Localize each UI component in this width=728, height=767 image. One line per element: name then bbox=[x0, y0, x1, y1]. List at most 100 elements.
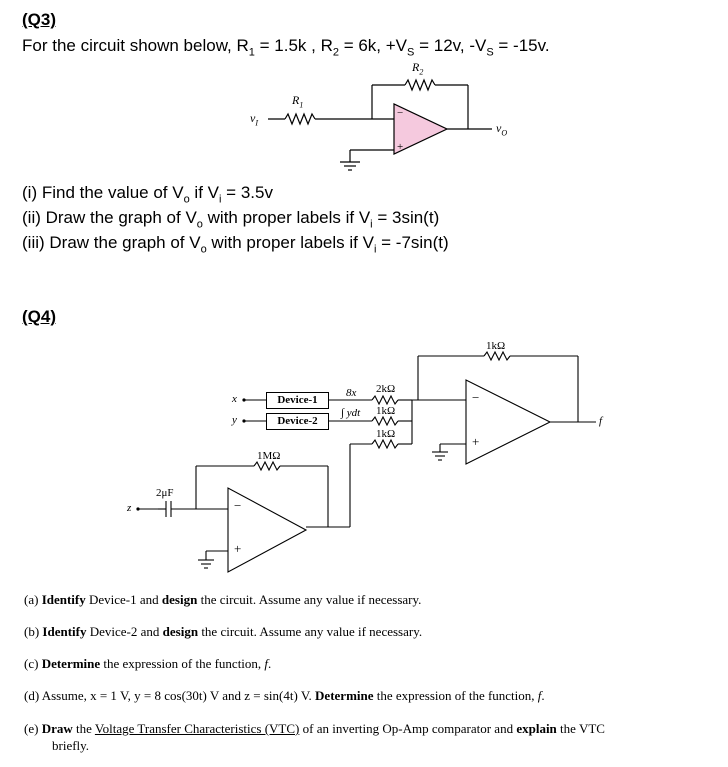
text: the expression of the function, bbox=[100, 656, 265, 671]
q4-summing-opamp bbox=[465, 379, 552, 465]
q3-intro-text: = 12v, -V bbox=[414, 36, 487, 55]
label-integral-y: ∫ ydt bbox=[341, 407, 361, 419]
integrator-opamp-minus: − bbox=[234, 498, 242, 513]
q3-intro-text: = 6k, +V bbox=[338, 36, 408, 55]
q3-opamp-minus: − bbox=[397, 107, 404, 119]
sub: i bbox=[373, 243, 377, 256]
r-2k-resistor bbox=[371, 394, 399, 406]
summing-opamp-minus: − bbox=[472, 390, 480, 405]
sub: i bbox=[219, 193, 222, 206]
y-input-label: y bbox=[232, 414, 237, 426]
node-dot bbox=[242, 419, 246, 423]
text: with proper labels if V bbox=[202, 208, 371, 227]
q3-opamp bbox=[393, 103, 449, 155]
q3-heading: (Q3) bbox=[22, 10, 56, 29]
r-1k-resistor bbox=[371, 415, 399, 427]
text: Identify bbox=[42, 624, 87, 639]
r-1k-label-a: 1kΩ bbox=[376, 405, 396, 417]
part-label: (a) bbox=[24, 592, 39, 607]
part-label: (c) bbox=[24, 656, 39, 671]
node-dot bbox=[136, 507, 140, 511]
integrator-opamp-plus: + bbox=[234, 541, 242, 556]
sub: I bbox=[255, 118, 258, 128]
capacitor-label: 2μF bbox=[156, 487, 174, 499]
r-1m-label: 1MΩ bbox=[257, 450, 281, 462]
text: Determine bbox=[315, 688, 374, 703]
text: design bbox=[162, 624, 199, 639]
label: R bbox=[412, 60, 420, 74]
text: Draw bbox=[41, 721, 73, 736]
q3-intro-text: For the circuit shown below, R bbox=[22, 36, 249, 55]
q3-item-3: (iii) Draw the graph of Vo with proper l… bbox=[22, 233, 449, 259]
sub: o bbox=[196, 218, 203, 231]
sub: S bbox=[407, 46, 415, 59]
text: the expression of the function, bbox=[373, 688, 538, 703]
summing-opamp-plus: + bbox=[472, 434, 480, 449]
vo-label: vO bbox=[496, 121, 507, 137]
r2-resistor bbox=[404, 78, 436, 92]
text: (ii) Draw the graph of V bbox=[22, 208, 197, 227]
node-dot bbox=[242, 398, 246, 402]
sub: 1 bbox=[248, 46, 255, 59]
q4-part-a: (a) Identify Device-1 and design the cir… bbox=[24, 591, 421, 608]
sub: o bbox=[200, 243, 207, 256]
sub: i bbox=[370, 218, 373, 231]
sub: o bbox=[183, 193, 190, 206]
text: the VTC bbox=[556, 721, 605, 736]
r-2k-label: 2kΩ bbox=[376, 383, 396, 395]
q4-part-e-continued: briefly. bbox=[52, 738, 90, 753]
q3-intro-text: = -15v. bbox=[493, 36, 550, 55]
text: Voltage Transfer Characteristics (VTC) bbox=[94, 721, 300, 736]
sub: 2 bbox=[419, 67, 424, 77]
label: v bbox=[250, 111, 256, 125]
text: explain bbox=[516, 721, 557, 736]
text: Assume, x = 1 V, y = 8 cos(30t) V and z … bbox=[39, 688, 316, 703]
text: Determine bbox=[41, 656, 101, 671]
sub: 2 bbox=[332, 46, 339, 59]
q4-heading: (Q4) bbox=[22, 307, 56, 326]
q4-part-d: (d) Assume, x = 1 V, y = 8 cos(30t) V an… bbox=[24, 687, 545, 704]
device-2-box: Device-2 bbox=[266, 413, 329, 430]
r-1k-label-b: 1kΩ bbox=[376, 428, 396, 440]
device-1-box: Device-1 bbox=[266, 392, 329, 409]
q4-part-c: (c) Determine the expression of the func… bbox=[24, 655, 271, 672]
q3-opamp-plus: + bbox=[397, 141, 404, 153]
text: f bbox=[264, 656, 269, 671]
label: R bbox=[292, 93, 300, 107]
q4-integrator-opamp bbox=[227, 487, 308, 573]
label-8x: 8x bbox=[346, 387, 357, 399]
text: . bbox=[268, 656, 272, 671]
r-1k-resistor bbox=[371, 438, 399, 450]
q3-item-2: (ii) Draw the graph of Vo with proper la… bbox=[22, 208, 439, 234]
text: the circuit. Assume any value if necessa… bbox=[197, 592, 422, 607]
sub: 1 bbox=[299, 100, 304, 110]
text: the circuit. Assume any value if necessa… bbox=[198, 624, 423, 639]
q3-item-1: (i) Find the value of Vo if Vi = 3.5v bbox=[22, 183, 273, 209]
text: = 3sin(t) bbox=[372, 208, 440, 227]
text: = 3.5v bbox=[221, 183, 273, 202]
text: . bbox=[541, 688, 545, 703]
text: Device-1 and bbox=[85, 592, 162, 607]
output-f-label: f bbox=[599, 415, 603, 427]
text: f bbox=[537, 688, 542, 703]
text: with proper labels if V bbox=[206, 233, 374, 252]
text: of an inverting Op-Amp comparator and bbox=[299, 721, 517, 736]
text: the bbox=[72, 721, 95, 736]
q3-intro-text: = 1.5k , R bbox=[254, 36, 333, 55]
r2-label: R2 bbox=[412, 60, 423, 76]
sub: O bbox=[501, 128, 508, 138]
part-label: (d) bbox=[24, 688, 40, 703]
q3-intro: For the circuit shown below, R1 = 1.5k ,… bbox=[22, 36, 550, 62]
r1-resistor bbox=[284, 112, 316, 126]
q4-part-e: (e) Draw the Voltage Transfer Characteri… bbox=[24, 720, 605, 737]
text: if V bbox=[189, 183, 219, 202]
x-input-label: x bbox=[232, 393, 237, 405]
text: (iii) Draw the graph of V bbox=[22, 233, 201, 252]
z-input-label: z bbox=[127, 502, 132, 514]
r-1m-resistor bbox=[253, 460, 281, 472]
r1-label: R1 bbox=[292, 93, 303, 109]
part-label: (e) bbox=[24, 721, 39, 736]
